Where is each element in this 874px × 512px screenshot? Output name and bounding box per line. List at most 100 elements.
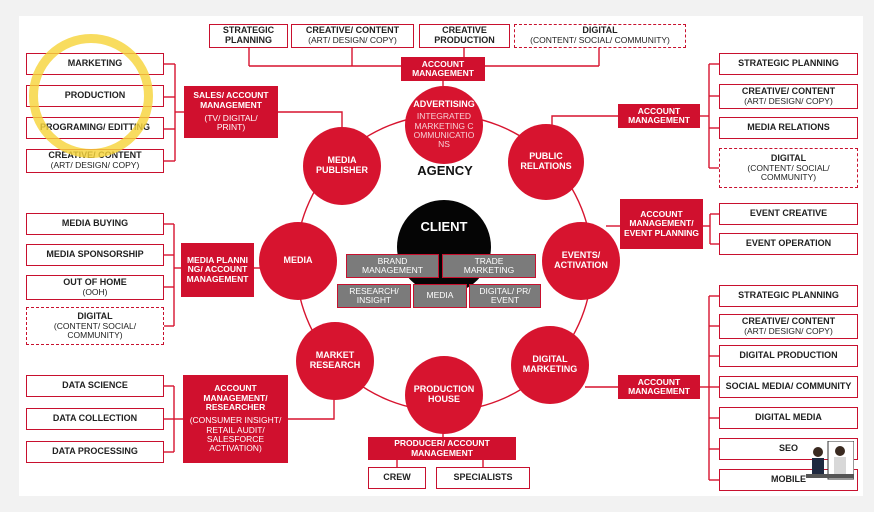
- top-box-digital: DIGITAL(CONTENT/ SOCIAL/ COMMUNITY): [514, 24, 686, 48]
- top-box-creative-production: CREATIVE PRODUCTION: [419, 24, 510, 48]
- mid-right-event-planning-label: ACCOUNT MANAGEMENT/ EVENT PLANNING: [620, 199, 703, 249]
- grey-box-label: RESEARCH/ INSIGHT: [349, 285, 399, 305]
- circle-title: EVENTS/ ACTIVATION: [554, 250, 608, 270]
- top-right-box-digital: DIGITAL(CONTENT/ SOCIAL/ COMMUNITY): [719, 148, 858, 188]
- top-box-strategic-planning: STRATEGIC PLANNING: [209, 24, 288, 48]
- circle-title: MEDIA: [283, 255, 313, 266]
- bottom-left-researcher-label: ACCOUNT MANAGEMENT/ RESEARCHER (CONSUMER …: [183, 375, 288, 463]
- circle-title: MARKET RESEARCH: [309, 350, 361, 370]
- box-title: CREW: [383, 472, 411, 483]
- box-subtitle: (CONTENT/ SOCIAL/ COMMUNITY): [53, 320, 137, 340]
- mid-left-media-planning-label: MEDIA PLANNING/ ACCOUNT MANAGEMENT: [181, 243, 254, 297]
- box-title: EVENT OPERATION: [745, 238, 832, 249]
- box-title: DIGITAL: [77, 310, 113, 321]
- client-label: CLIENT: [420, 219, 468, 234]
- bottom-box-specialists: SPECIALISTS: [436, 467, 530, 489]
- label-text: ACCOUNT MANAGEMENT/ RESEARCHER: [203, 383, 268, 412]
- top-account-management-label: ACCOUNT MANAGEMENT: [401, 57, 485, 81]
- mid-right-box-event-creative: EVENT CREATIVE: [719, 203, 858, 225]
- label-text: ACCOUNT MANAGEMENT: [412, 58, 474, 78]
- grey-box-label: MEDIA: [426, 290, 454, 301]
- box-subtitle: (OOH): [82, 286, 108, 297]
- client-circle: CLIENT: [397, 200, 491, 294]
- box-title: MEDIA BUYING: [61, 218, 129, 229]
- label-text: MEDIA PLANNING/ ACCOUNT MANAGEMENT: [186, 254, 249, 284]
- bottom-right-box-social-media: SOCIAL MEDIA/ COMMUNITY: [719, 376, 858, 398]
- grey-box-media: MEDIA: [413, 284, 467, 308]
- box-title: MEDIA RELATIONS: [747, 122, 830, 133]
- circle-title: DIGITAL MARKETING: [522, 354, 578, 374]
- box-title: DIGITAL PRODUCTION: [739, 350, 838, 361]
- bottom-right-box-digital-production: DIGITAL PRODUCTION: [719, 345, 858, 367]
- bottom-left-box-data-science: DATA SCIENCE: [26, 375, 164, 397]
- label-text: ACCOUNT MANAGEMENT/ EVENT PLANNING: [623, 208, 700, 238]
- agency-label: AGENCY: [417, 163, 473, 178]
- circle-events-activation: EVENTS/ ACTIVATION: [542, 222, 620, 300]
- circle-media-publisher: MEDIA PUBLISHER: [303, 127, 381, 205]
- presenter-avatar-icon: [806, 441, 854, 480]
- grey-box-label: TRADE MARKETING: [463, 255, 515, 275]
- box-title: DATA SCIENCE: [62, 380, 128, 391]
- mid-left-box-digital: DIGITAL(CONTENT/ SOCIAL/ COMMUNITY): [26, 307, 164, 345]
- label-text: SALES/ ACCOUNT MANAGEMENT: [193, 90, 269, 110]
- box-subtitle: (ART/ DESIGN/ COPY): [50, 160, 140, 171]
- box-subtitle: (ART/ DESIGN/ COPY): [744, 95, 833, 106]
- grey-box-label: BRAND MANAGEMENT: [362, 255, 423, 275]
- box-title: STRATEGIC PLANNING: [222, 25, 275, 45]
- circle-title: PRODUCTION HOUSE: [413, 384, 475, 404]
- bottom-right-box-strategic-planning: STRATEGIC PLANNING: [719, 285, 858, 307]
- box-title: CREATIVE/ CONTENT: [741, 85, 836, 96]
- mid-right-box-event-operation: EVENT OPERATION: [719, 233, 858, 255]
- top-right-box-media-relations: MEDIA RELATIONS: [719, 117, 858, 139]
- label-text: ACCOUNT MANAGEMENT: [628, 376, 690, 396]
- grey-box-digital-pr-event: DIGITAL/ PR/ EVENT: [469, 284, 541, 308]
- circle-title: PUBLIC RELATIONS: [520, 151, 572, 171]
- box-title: MOBILE: [771, 474, 806, 485]
- label-text: ACCOUNT MANAGEMENT: [628, 105, 690, 125]
- box-title: DIGITAL: [770, 152, 807, 163]
- bottom-box-crew: CREW: [368, 467, 426, 489]
- mid-left-box-media-sponsorship: MEDIA SPONSORSHIP: [26, 244, 164, 266]
- grey-box-brand-management: BRAND MANAGEMENT: [346, 254, 439, 278]
- top-right-account-label: ACCOUNT MANAGEMENT: [618, 104, 700, 128]
- box-title: CREATIVE/ CONTENT: [741, 315, 836, 326]
- box-title: STRATEGIC PLANNING: [738, 290, 839, 301]
- bottom-right-account-label: ACCOUNT MANAGEMENT: [618, 375, 700, 399]
- circle-advertising: ADVERTISING INTEGRATED MARKETING COMMUNI…: [405, 86, 483, 164]
- circle-subtitle: INTEGRATED MARKETING COMMUNICATIONS: [413, 111, 475, 150]
- box-title: DATA PROCESSING: [52, 446, 138, 457]
- box-title: MEDIA SPONSORSHIP: [46, 249, 144, 260]
- bottom-right-box-digital-media: DIGITAL MEDIA: [719, 407, 858, 429]
- top-left-sales-account-label: SALES/ ACCOUNT MANAGEMENT (TV/ DIGITAL/ P…: [184, 86, 278, 138]
- label-subtext: (CONSUMER INSIGHT/ RETAIL AUDIT/ SALESFO…: [189, 415, 282, 454]
- top-box-creative-content: CREATIVE/ CONTENT(ART/ DESIGN/ COPY): [291, 24, 414, 48]
- grey-box-label: DIGITAL/ PR/ EVENT: [479, 285, 531, 305]
- box-title: CREATIVE PRODUCTION: [434, 25, 495, 45]
- circle-market-research: MARKET RESEARCH: [296, 322, 374, 400]
- box-subtitle: (CONTENT/ SOCIAL/ COMMUNITY): [530, 35, 670, 46]
- bottom-left-box-data-processing: DATA PROCESSING: [26, 441, 164, 463]
- box-title: SEO: [778, 443, 798, 454]
- box-title: OUT OF HOME: [63, 276, 127, 287]
- grey-box-trade-marketing: TRADE MARKETING: [442, 254, 536, 278]
- mid-left-box-out-of-home: OUT OF HOME(OOH): [26, 275, 164, 300]
- box-title: DIGITAL: [582, 25, 618, 36]
- circle-media: MEDIA: [259, 222, 337, 300]
- box-title: DATA COLLECTION: [52, 413, 138, 424]
- box-subtitle: (CONTENT/ SOCIAL/ COMMUNITY): [747, 162, 830, 182]
- box-subtitle: (ART/ DESIGN/ COPY): [308, 35, 397, 46]
- circle-public-relations: PUBLIC RELATIONS: [508, 124, 584, 200]
- circle-title: ADVERTISING: [413, 99, 475, 110]
- yellow-highlight-circle: [29, 34, 153, 158]
- circle-digital-marketing: DIGITAL MARKETING: [511, 326, 589, 404]
- box-title: SOCIAL MEDIA/ COMMUNITY: [725, 381, 852, 392]
- box-title: STRATEGIC PLANNING: [738, 58, 839, 69]
- grey-box-research-insight: RESEARCH/ INSIGHT: [337, 284, 411, 308]
- bottom-left-box-data-collection: DATA COLLECTION: [26, 408, 164, 430]
- circle-production-house: PRODUCTION HOUSE: [405, 356, 483, 434]
- box-title: EVENT CREATIVE: [749, 208, 828, 219]
- label-subtext: (TV/ DIGITAL/ PRINT): [204, 113, 258, 133]
- bottom-right-box-creative-content: CREATIVE/ CONTENT(ART/ DESIGN/ COPY): [719, 314, 858, 339]
- top-right-box-strategic-planning: STRATEGIC PLANNING: [719, 53, 858, 75]
